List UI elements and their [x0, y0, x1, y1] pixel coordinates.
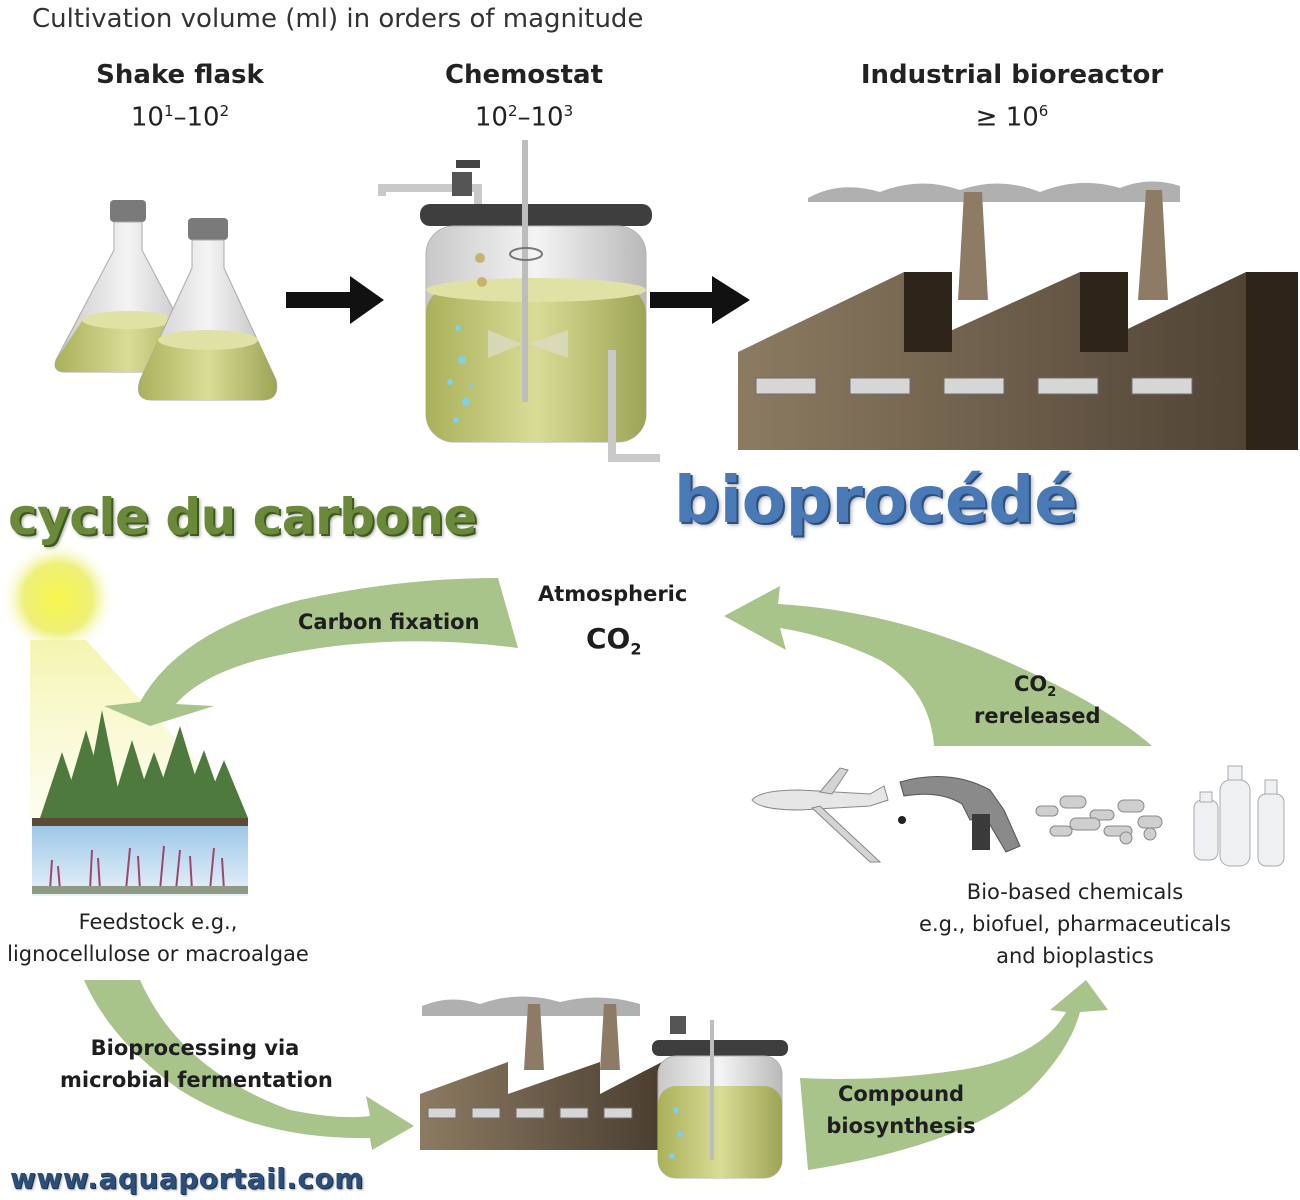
biobased-label-line2: e.g., biofuel, pharmaceuticals	[919, 912, 1231, 936]
arrow-flask-to-chemostat	[286, 276, 384, 324]
products-illustration	[751, 765, 1285, 867]
carbon-fixation-label: Carbon fixation	[298, 610, 480, 634]
bioprocessing-label-line1: Bioprocessing via	[90, 1036, 300, 1060]
bioprocess-title: bioprocédé	[674, 464, 1078, 538]
fuel-nozzle-icon	[898, 776, 1021, 853]
airplane-icon	[751, 767, 889, 863]
cultivation-volume-title: Cultivation volume (ml) in orders of mag…	[32, 4, 644, 34]
chemostat-illustration	[378, 140, 660, 462]
stage-name-chemostat: Chemostat	[444, 60, 604, 90]
co2-rereleased-label: rereleased	[974, 704, 1101, 728]
biobased-label-line1: Bio-based chemicals	[966, 880, 1184, 904]
co2-rereleased-co2: CO2	[1014, 672, 1057, 701]
stage-range-chemostat: 102–103	[474, 102, 574, 133]
arrow-chemostat-to-bioreactor	[650, 276, 750, 324]
stage-range-shake-flask: 101–102	[130, 102, 230, 133]
stage-name-shake-flask: Shake flask	[96, 60, 264, 90]
stage-range-industrial-bioreactor: ≥ 106	[975, 102, 1049, 133]
bottom-bioprocess-illustration	[420, 996, 788, 1179]
website-url: www.aquaportail.com	[10, 1162, 364, 1195]
shake-flask-illustration	[54, 200, 278, 401]
compound-label-line2: biosynthesis	[826, 1114, 976, 1138]
arrow-carbon-fixation	[104, 578, 518, 726]
atmospheric-co2-label: CO2	[586, 622, 642, 659]
arrow-co2-rereleased	[724, 586, 1152, 746]
atmospheric-label: Atmospheric	[538, 582, 688, 606]
compound-label-line1: Compound	[837, 1082, 965, 1106]
arrow-bioprocessing	[84, 980, 414, 1150]
pills-icon	[1035, 795, 1163, 845]
bioprocessing-label-line2: microbial fermentation	[60, 1068, 333, 1092]
factory-illustration	[738, 181, 1298, 450]
feedstock-label-line1: Feedstock e.g.,	[78, 910, 238, 934]
arrow-compound-biosynthesis	[800, 980, 1108, 1170]
plastic-bottles-icon	[1193, 765, 1285, 867]
feedstock-label-line2: lignocellulose or macroalgae	[7, 942, 309, 966]
carbon-cycle-title: cycle du carbone	[8, 488, 477, 546]
flask-front	[138, 218, 278, 401]
sun-and-forest-illustration	[0, 540, 250, 896]
stage-name-industrial-bioreactor: Industrial bioreactor	[860, 60, 1164, 90]
biobased-label-line3: and bioplastics	[996, 944, 1154, 968]
cycle-arrows	[84, 578, 1152, 1170]
